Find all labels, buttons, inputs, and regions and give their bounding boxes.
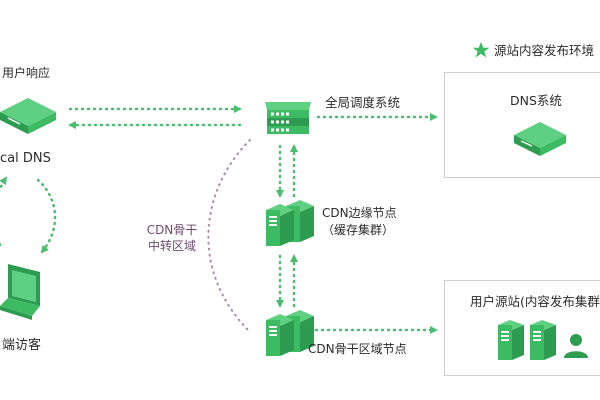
visitor-to-dns-curve	[0, 176, 8, 247]
server-rack-icon	[530, 320, 556, 360]
gslb-server-icon	[263, 98, 313, 136]
user-origin-label: 用户源站(内容发布集群	[470, 294, 600, 309]
star-icon	[472, 41, 490, 59]
terminal-visitor-label: 端访客	[2, 338, 42, 353]
cache-cluster-label: （缓存集群）	[322, 223, 395, 237]
gslb-label: 全局调度系统	[325, 95, 401, 110]
dns-system-label: DNS系统	[510, 93, 562, 108]
cdn-backbone-node-label: CDN骨干区域节点	[308, 342, 407, 356]
dns-to-visitor-curve	[36, 178, 57, 254]
user-response-label: 用户响应	[2, 66, 51, 80]
server-rack-icon	[266, 200, 314, 246]
backbone-transit-arc	[207, 139, 251, 331]
server-icon	[0, 94, 56, 134]
laptop-icon	[0, 262, 46, 322]
cdn-edge-label: CDN边缘节点	[322, 206, 397, 220]
server-icon	[514, 118, 566, 156]
local-dns-label: cal DNS	[0, 151, 51, 166]
server-rack-icon	[498, 320, 524, 360]
cdn-backbone-label: CDN骨干	[146, 223, 198, 237]
dns-system-box	[444, 72, 600, 178]
server-rack-icon	[266, 310, 314, 356]
user-icon	[563, 332, 589, 358]
transit-region-label: 中转区域	[147, 239, 196, 253]
origin-env-title: 源站内容发布环境	[494, 43, 595, 58]
